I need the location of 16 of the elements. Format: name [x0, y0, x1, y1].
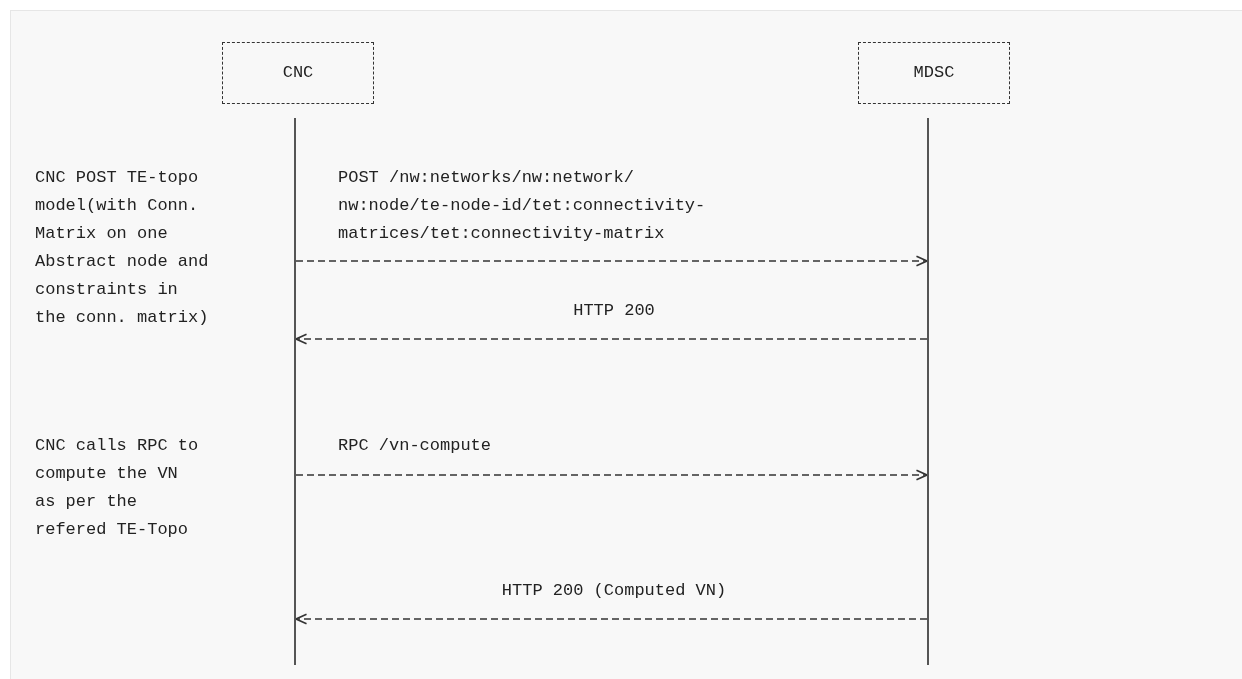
participant-name: CNC	[282, 62, 314, 84]
message-arrow	[295, 613, 928, 625]
message-arrow	[295, 469, 928, 481]
edge-label: RPC /vn-compute	[338, 436, 492, 455]
edge-label: HTTP 200	[573, 301, 655, 320]
note-text: CNC calls RPC to compute the VN as per the refered TE-Topo	[35, 435, 200, 541]
message-arrow	[295, 255, 928, 267]
participant-box	[222, 42, 374, 104]
note-text: CNC POST TE-topo model(with Conn. Matrix on one Abstract node and constraints in the conn. matrix)	[35, 167, 210, 329]
participant-box	[858, 42, 1010, 104]
edge-label: HTTP 200 (Computed VN)	[501, 581, 727, 600]
lifeline	[927, 118, 929, 665]
participant-name: MDSC	[913, 62, 955, 84]
lifeline	[294, 118, 296, 665]
edge-label: POST /nw:networks/nw:network/ nw:node/te-node-id/tet:connectivity- matrices/tet:connectivity-matrix	[338, 168, 706, 243]
message-arrow	[295, 333, 928, 345]
